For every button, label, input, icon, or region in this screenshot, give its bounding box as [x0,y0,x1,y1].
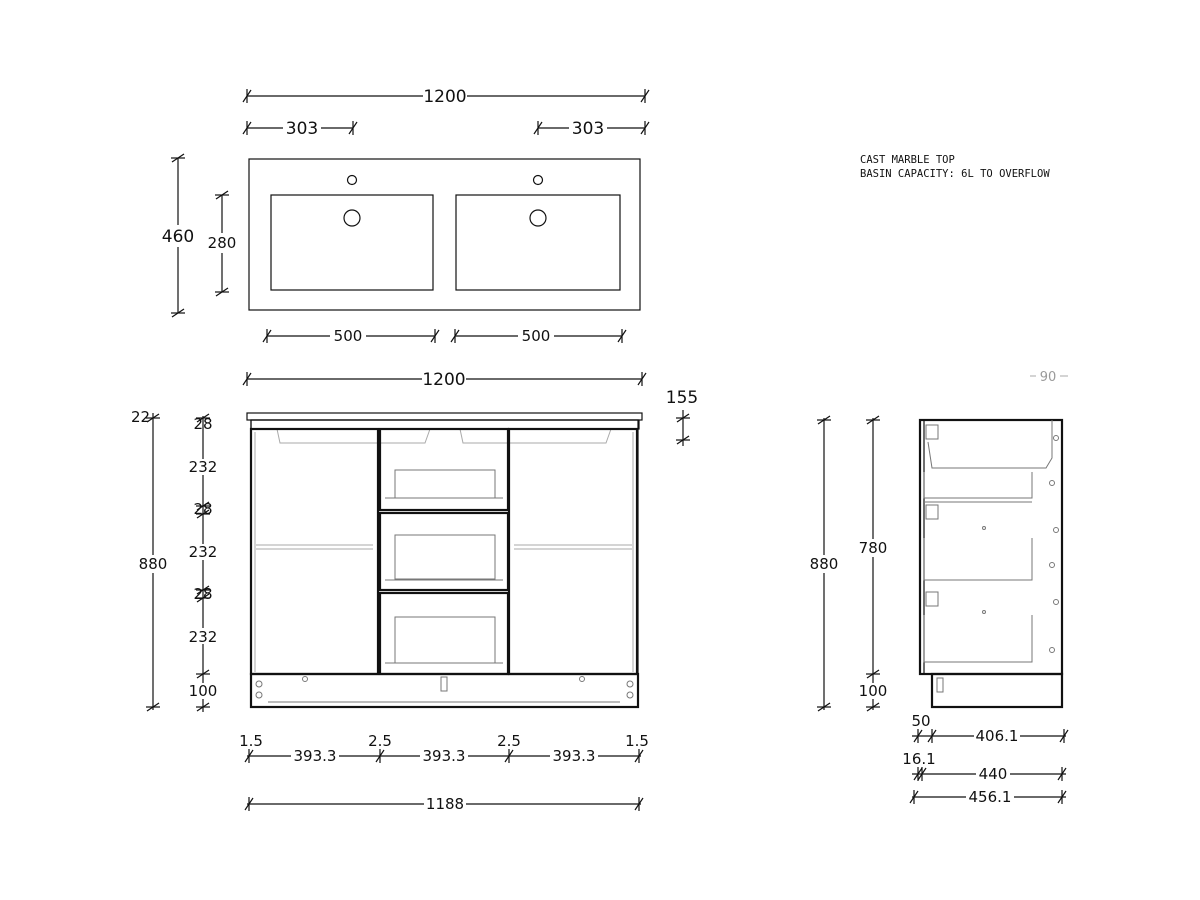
cabinet-front [246,412,643,709]
plan-left-offset-label: 303 [286,119,318,139]
waste-right [529,209,547,227]
cabinet-side [918,418,1064,709]
drawer-box-3 [923,615,1033,663]
note-basin-capacity: BASIN CAPACITY: 6L TO OVERFLOW [860,168,1050,180]
basin-ghost-left [276,428,431,444]
plinth-label: 100 [189,682,218,700]
gap-mid-2-label: 2.5 [497,732,521,750]
basin-left [270,194,434,291]
dim-plan-depth: 460 [160,153,196,318]
front-elevation: 1200 155 880 22 [131,369,698,813]
plan-width-label: 1200 [423,87,466,107]
dim-front-height: 880 22 [131,408,168,712]
drawer-1 [378,427,510,512]
plan-depth-label: 460 [162,227,194,247]
body-depth-label: 406.1 [976,727,1019,745]
overall-depth-label: 456.1 [969,788,1012,806]
angle-marker: 90 [1030,368,1068,385]
top-underside [250,419,640,430]
side-body [918,418,1064,676]
basin-right [455,194,621,291]
top-thickness-label: 155 [666,388,698,408]
dim-top-thickness: 155 [666,388,698,446]
dim-plan-width: 1200 [242,86,650,107]
top-gap-label: 22 [131,408,150,426]
side-plinth [930,672,1064,709]
basin-ghost-right [459,428,612,444]
dim-side-body-height: 780 100 [858,415,888,712]
panel-2-label: 393.3 [423,747,466,765]
rail-3-label: 28 [193,585,212,603]
dim-carcass-width: 1188 [244,795,644,813]
side-height-label: 880 [810,555,839,573]
side-body-height-label: 780 [859,539,888,557]
angle-label: 90 [1040,370,1057,385]
side-elevation: 90 880 780 100 [809,368,1069,806]
gap-mid-1-label: 2.5 [368,732,392,750]
dim-basin-depth: 280 [206,190,238,297]
rail-1-label: 28 [193,415,212,433]
plinth-front [249,672,640,709]
tap-hole-left [346,174,358,186]
dim-side-depths: 50 406.1 16.1 440 456.1 [902,712,1069,806]
door-seg-1-label: 232 [189,458,218,476]
dim-panel-widths: 1.5 2.5 2.5 1.5 393.3 393.3 393.3 [239,732,649,765]
basin-width-right-label: 500 [522,327,551,345]
gap-left-label: 1.5 [239,732,263,750]
tap-hole-right [532,174,544,186]
front-height-label: 880 [139,555,168,573]
panel-1-label: 393.3 [294,747,337,765]
plan-right-offset-label: 303 [572,119,604,139]
plan-view: 1200 303 303 460 280 [160,86,650,345]
door-seg-2-label: 232 [189,543,218,561]
depth-440-label: 440 [979,765,1008,783]
marble-top-edge [246,412,643,421]
door-right [507,427,639,676]
basin-depth-label: 280 [208,234,237,252]
dim-basin-width-left: 500 [262,327,440,345]
panel-3-label: 393.3 [553,747,596,765]
drawer-box-2 [923,538,1033,581]
front-width-label: 1200 [422,370,465,390]
basin-width-left-label: 500 [334,327,363,345]
drawer-2 [378,511,510,592]
basin-profile [927,420,1053,469]
door-left [249,427,380,676]
gap-right-label: 1.5 [625,732,649,750]
carcass-width-label: 1188 [426,795,464,813]
waste-left [343,209,361,227]
spec-notes: CAST MARBLE TOP BASIN CAPACITY: 6L TO OV… [860,154,1050,180]
door-thickness-label: 16.1 [902,750,935,768]
dim-side-height: 880 [809,415,839,712]
kick-setback-label: 50 [911,712,930,730]
dim-front-width: 1200 [242,369,647,390]
vanity-top-outline [248,158,641,311]
rail-2-label: 28 [193,500,212,518]
drawer-3 [378,591,510,676]
dim-door-segments: 28 232 28 232 28 232 100 [188,413,220,712]
dim-basin-width-right: 500 [450,327,627,345]
dim-plan-right-offset: 303 [533,118,650,139]
side-plinth-label: 100 [859,682,888,700]
door-seg-3-label: 232 [189,628,218,646]
carcass-outline [250,419,639,675]
drawer-box-1 [923,472,1033,499]
dim-plan-left-offset: 303 [242,118,358,139]
note-top-material: CAST MARBLE TOP [860,154,955,166]
